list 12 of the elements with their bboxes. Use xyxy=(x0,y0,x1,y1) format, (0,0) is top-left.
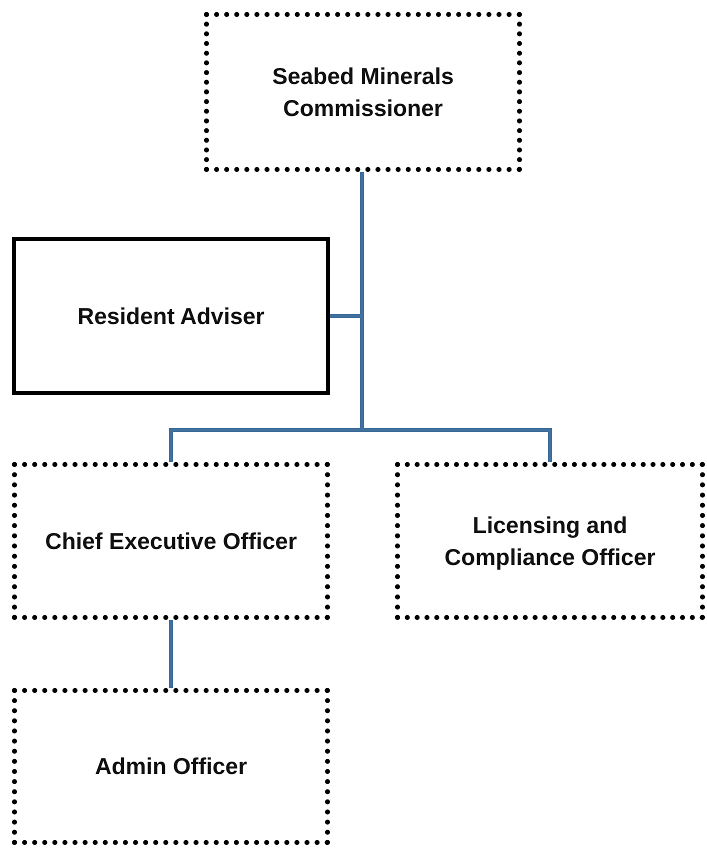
position-title: Chief Executive Officer xyxy=(44,526,298,556)
adviser-box xyxy=(12,237,330,395)
position-title: Licensing and Compliance Officer xyxy=(444,510,656,572)
connector-line xyxy=(169,620,173,688)
position-box xyxy=(12,462,330,620)
connector-line xyxy=(360,172,552,462)
position-title: Admin Officer xyxy=(94,752,248,782)
position-title: Seabed Minerals Commissioner xyxy=(271,62,455,123)
position-title: Resident Adviser xyxy=(76,302,266,331)
position-box xyxy=(204,12,522,172)
position-box xyxy=(395,462,705,620)
position-box xyxy=(12,688,330,845)
